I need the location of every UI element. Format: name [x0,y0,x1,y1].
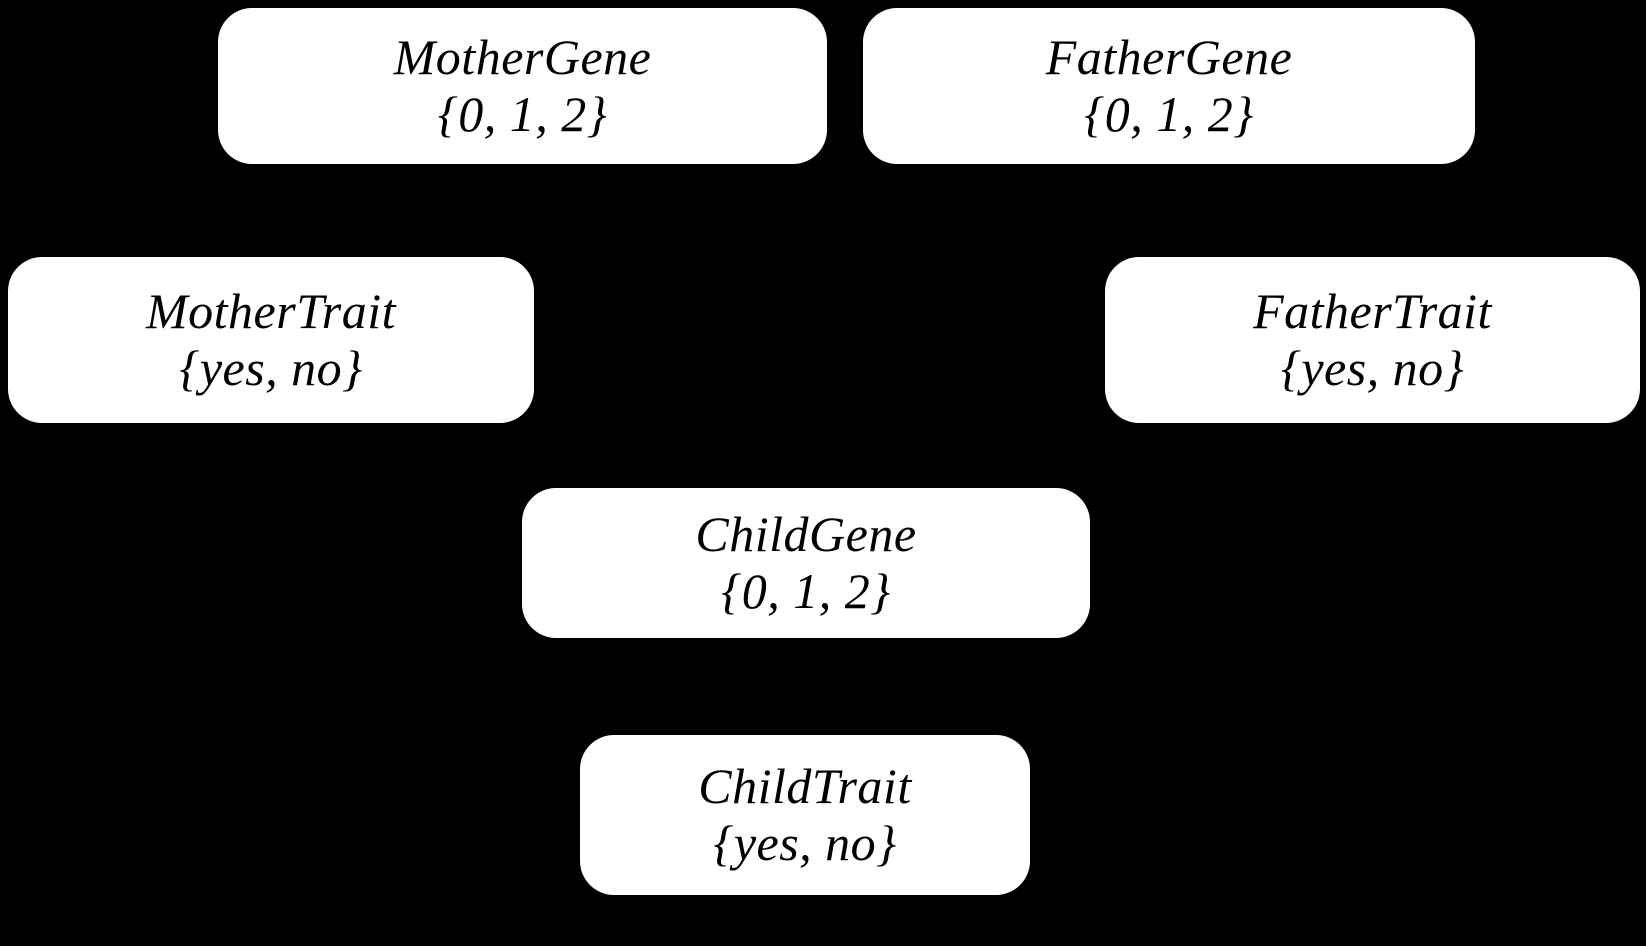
node-father-trait-label: FatherTrait [1253,283,1492,339]
node-mother-gene-domain: {0, 1, 2} [437,86,608,142]
node-father-gene-domain: {0, 1, 2} [1084,86,1254,142]
node-child-trait-label: ChildTrait [698,758,912,814]
node-child-gene-label: ChildGene [695,506,917,562]
node-father-gene[interactable]: FatherGene {0, 1, 2} [863,8,1475,164]
node-child-trait-domain: {yes, no} [713,815,897,871]
node-child-gene-domain: {0, 1, 2} [721,563,891,619]
node-mother-trait-domain: {yes, no} [179,340,363,396]
node-mother-trait-label: MotherTrait [146,283,396,339]
node-father-trait[interactable]: FatherTrait {yes, no} [1105,257,1640,423]
node-father-trait-domain: {yes, no} [1280,340,1465,396]
node-child-trait[interactable]: ChildTrait {yes, no} [580,735,1030,895]
node-father-gene-label: FatherGene [1045,29,1293,85]
node-mother-gene-label: MotherGene [393,29,652,85]
node-mother-gene[interactable]: MotherGene {0, 1, 2} [218,8,827,164]
node-child-gene[interactable]: ChildGene {0, 1, 2} [522,488,1090,638]
node-mother-trait[interactable]: MotherTrait {yes, no} [8,257,534,423]
